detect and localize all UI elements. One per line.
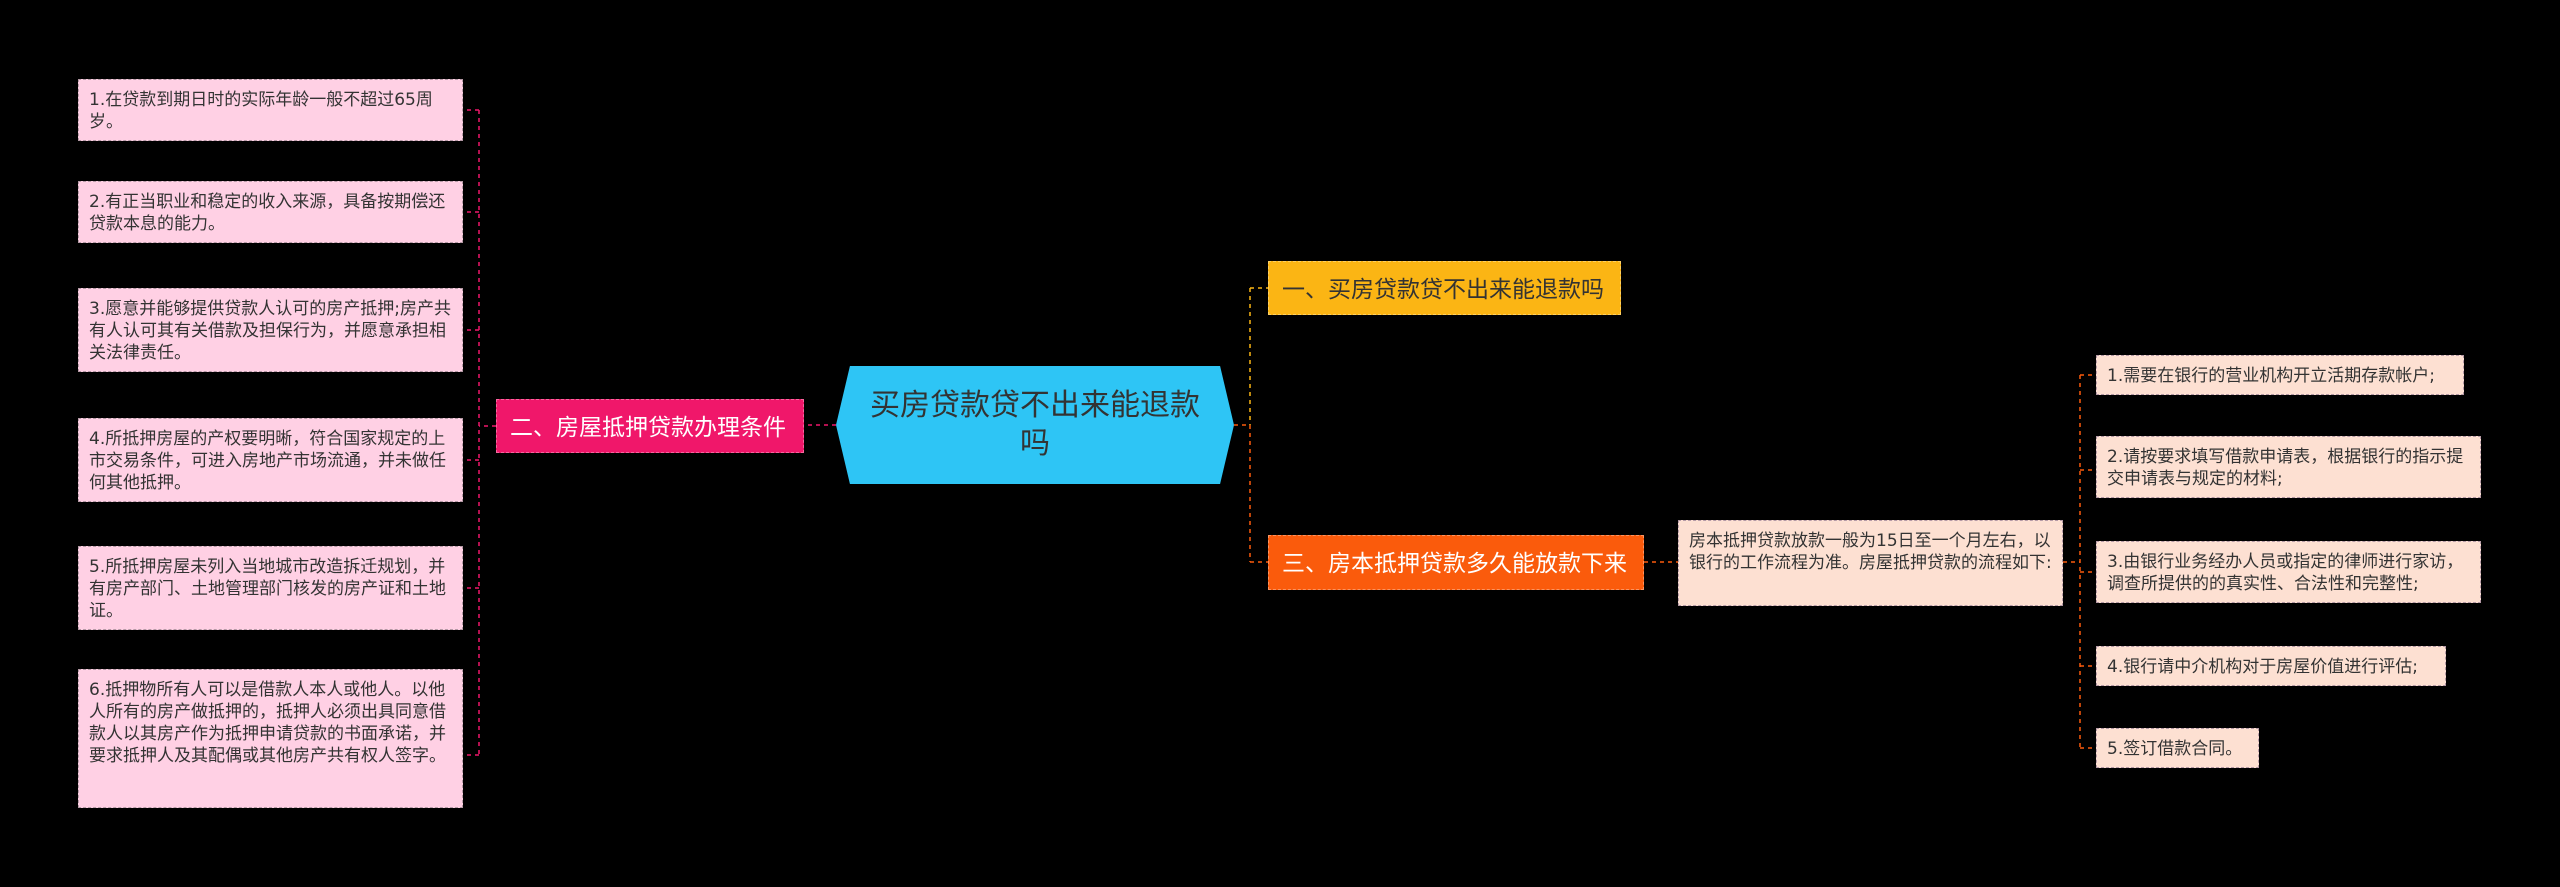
process-step-4[interactable]: 4.银行请中介机构对于房屋价值进行评估; [2096, 646, 2446, 686]
condition-item-5[interactable]: 5.所抵押房屋未列入当地城市改造拆迁规划，并有房产部门、土地管理部门核发的房产证… [78, 546, 463, 630]
condition-item-4[interactable]: 4.所抵押房屋的产权要明晰，符合国家规定的上市交易条件，可进入房地产市场流通，并… [78, 418, 463, 502]
condition-item-text: 6.抵押物所有人可以是借款人本人或他人。以他人所有的房产做抵押的，抵押人必须出具… [89, 680, 446, 766]
branch-label: 一、买房贷款贷不出来能退款吗 [1282, 277, 1604, 303]
process-step-1[interactable]: 1.需要在银行的营业机构开立活期存款帐户; [2096, 355, 2464, 395]
condition-item-text: 2.有正当职业和稳定的收入来源，具备按期偿还贷款本息的能力。 [89, 192, 446, 234]
process-step-text: 5.签订借款合同。 [2107, 739, 2243, 759]
process-step-5[interactable]: 5.签订借款合同。 [2096, 728, 2259, 768]
condition-item-text: 4.所抵押房屋的产权要明晰，符合国家规定的上市交易条件，可进入房地产市场流通，并… [89, 429, 446, 493]
condition-item-6[interactable]: 6.抵押物所有人可以是借款人本人或他人。以他人所有的房产做抵押的，抵押人必须出具… [78, 669, 463, 808]
branch-label: 二、房屋抵押贷款办理条件 [510, 415, 786, 441]
condition-item-text: 3.愿意并能够提供贷款人认可的房产抵押;房产共有人认可其有关借款及担保行为，并愿… [89, 299, 451, 363]
process-step-text: 1.需要在银行的营业机构开立活期存款帐户; [2107, 366, 2435, 386]
process-step-text: 3.由银行业务经办人员或指定的律师进行家访，调查所提供的的真实性、合法性和完整性… [2107, 552, 2464, 594]
condition-item-text: 1.在贷款到期日时的实际年龄一般不超过65周岁。 [89, 90, 433, 132]
condition-item-1[interactable]: 1.在贷款到期日时的实际年龄一般不超过65周岁。 [78, 79, 463, 141]
summary-text: 房本抵押贷款放款一般为15日至一个月左右，以银行的工作流程为准。房屋抵押贷款的流… [1689, 531, 2052, 573]
root-topic-label: 买房贷款贷不出来能退款吗 [870, 388, 1200, 461]
branch-mortgage-conditions[interactable]: 二、房屋抵押贷款办理条件 [496, 399, 804, 453]
loan-timing-summary[interactable]: 房本抵押贷款放款一般为15日至一个月左右，以银行的工作流程为准。房屋抵押贷款的流… [1678, 520, 2063, 606]
process-step-text: 2.请按要求填写借款申请表，根据银行的指示提交申请表与规定的材料; [2107, 447, 2464, 489]
branch-refund-question[interactable]: 一、买房贷款贷不出来能退款吗 [1268, 261, 1621, 315]
process-step-2[interactable]: 2.请按要求填写借款申请表，根据银行的指示提交申请表与规定的材料; [2096, 436, 2481, 498]
process-step-3[interactable]: 3.由银行业务经办人员或指定的律师进行家访，调查所提供的的真实性、合法性和完整性… [2096, 541, 2481, 603]
condition-item-2[interactable]: 2.有正当职业和稳定的收入来源，具备按期偿还贷款本息的能力。 [78, 181, 463, 243]
branch-label: 三、房本抵押贷款多久能放款下来 [1282, 551, 1627, 577]
condition-item-text: 5.所抵押房屋未列入当地城市改造拆迁规划，并有房产部门、土地管理部门核发的房产证… [89, 557, 446, 621]
root-topic[interactable]: 买房贷款贷不出来能退款吗 [836, 366, 1234, 484]
branch-loan-timing[interactable]: 三、房本抵押贷款多久能放款下来 [1268, 535, 1644, 590]
process-step-text: 4.银行请中介机构对于房屋价值进行评估; [2107, 657, 2418, 677]
condition-item-3[interactable]: 3.愿意并能够提供贷款人认可的房产抵押;房产共有人认可其有关借款及担保行为，并愿… [78, 288, 463, 372]
